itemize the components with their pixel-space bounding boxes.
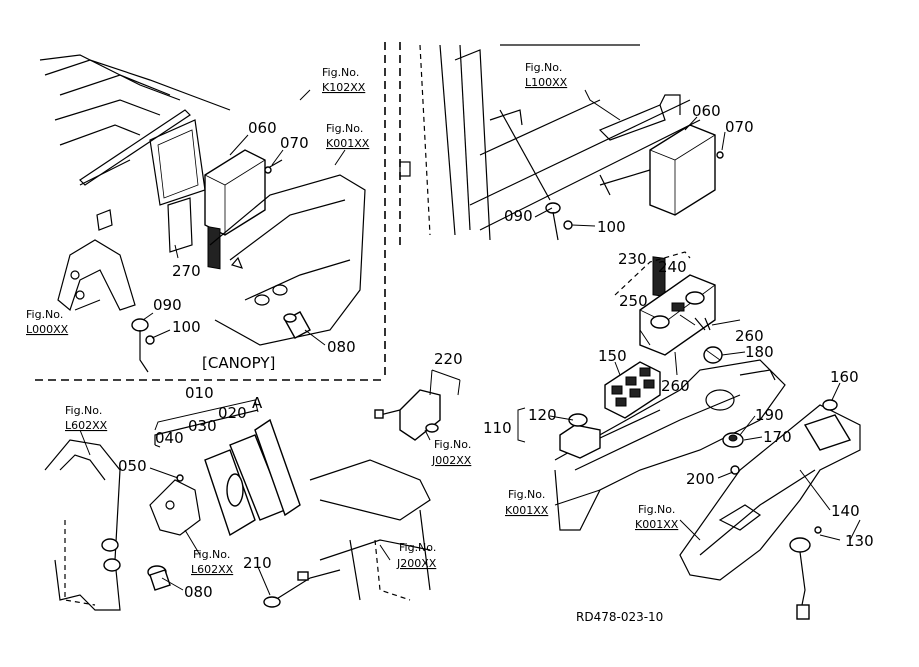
svg-text:Fig.No.: Fig.No. — [65, 404, 102, 417]
callout-020: 020 — [218, 404, 247, 422]
callout-200: 200 — [686, 470, 715, 488]
callout-090-top-right: 090 — [504, 207, 533, 225]
svg-text:J200XX: J200XX — [396, 557, 437, 570]
callout-060-top-right: 060 — [692, 102, 721, 120]
figref-j200: Fig.No. J200XX — [396, 541, 437, 570]
callout-080-top-left: 080 — [327, 338, 356, 356]
svg-text:L602XX: L602XX — [191, 563, 234, 576]
callout-240: 240 — [658, 258, 687, 276]
callout-leaders — [74, 89, 861, 596]
svg-text:J002XX: J002XX — [431, 454, 472, 467]
canopy-label: [CANOPY] — [202, 354, 275, 372]
callout-230: 230 — [618, 250, 647, 268]
svg-text:K001XX: K001XX — [505, 504, 549, 517]
callout-260-upper: 260 — [735, 327, 764, 345]
svg-text:Fig.No.: Fig.No. — [193, 548, 230, 561]
figref-k001-right: Fig.No. K001XX — [635, 503, 679, 531]
callout-190: 190 — [755, 406, 784, 424]
callout-050: 050 — [118, 457, 147, 475]
callout-A: A — [252, 394, 263, 412]
svg-text:Fig.No.: Fig.No. — [638, 503, 675, 516]
svg-text:Fig.No.: Fig.No. — [525, 61, 562, 74]
svg-text:Fig.No.: Fig.No. — [434, 438, 471, 451]
callout-270: 270 — [172, 262, 201, 280]
callout-120: 120 — [528, 406, 557, 424]
callout-100-top-left: 100 — [172, 318, 201, 336]
callout-180: 180 — [745, 343, 774, 361]
svg-text:K102XX: K102XX — [322, 81, 366, 94]
speaker-section-drawing — [44, 389, 441, 611]
callout-130: 130 — [845, 532, 874, 550]
callout-210: 210 — [243, 554, 272, 572]
svg-text:Fig.No.: Fig.No. — [326, 122, 363, 135]
svg-text:Fig.No.: Fig.No. — [322, 66, 359, 79]
svg-text:L100XX: L100XX — [525, 76, 568, 89]
callout-220: 220 — [434, 350, 463, 368]
callout-100-top-right: 100 — [597, 218, 626, 236]
callout-010: 010 — [185, 384, 214, 402]
figref-l000: Fig.No. L000XX — [26, 308, 69, 336]
callout-030: 030 — [188, 417, 217, 435]
callout-250: 250 — [619, 292, 648, 310]
svg-text:Fig.No.: Fig.No. — [508, 488, 545, 501]
svg-text:Fig.No.: Fig.No. — [26, 308, 63, 321]
figref-k001-middle: Fig.No. K001XX — [505, 488, 549, 517]
canopy-section-drawing — [39, 54, 366, 373]
figref-j002: Fig.No. J002XX — [431, 438, 472, 467]
svg-text:L000XX: L000XX — [26, 323, 69, 336]
figref-l100: Fig.No. L100XX — [525, 61, 568, 89]
callout-160: 160 — [830, 368, 859, 386]
callout-170: 170 — [763, 428, 792, 446]
svg-text:L602XX: L602XX — [65, 419, 108, 432]
callout-070-top-right: 070 — [725, 118, 754, 136]
callout-080-bottom-left: 080 — [184, 583, 213, 601]
svg-text:K001XX: K001XX — [326, 137, 370, 150]
cab-frame-drawing — [399, 44, 724, 298]
callout-040: 040 — [155, 429, 184, 447]
drawing-code: RD478-023-10 — [576, 610, 663, 624]
svg-text:K001XX: K001XX — [635, 518, 679, 531]
callout-150: 150 — [598, 347, 627, 365]
switch-panel-drawing — [554, 251, 861, 620]
figref-l602-bottom: Fig.No. L602XX — [191, 548, 234, 576]
callout-090-top-left: 090 — [153, 296, 182, 314]
callout-260-lower: 260 — [661, 377, 690, 395]
callout-140: 140 — [831, 502, 860, 520]
callout-110: 110 — [483, 419, 512, 437]
section-dividers — [35, 42, 401, 381]
figref-k001-top-left: Fig.No. K001XX — [326, 122, 370, 150]
callout-070-top-left: 070 — [280, 134, 309, 152]
callout-060-top-left: 060 — [248, 119, 277, 137]
figref-l602-top: Fig.No. L602XX — [65, 404, 108, 432]
figref-k102: Fig.No. K102XX — [322, 66, 366, 94]
svg-text:Fig.No.: Fig.No. — [399, 541, 436, 554]
